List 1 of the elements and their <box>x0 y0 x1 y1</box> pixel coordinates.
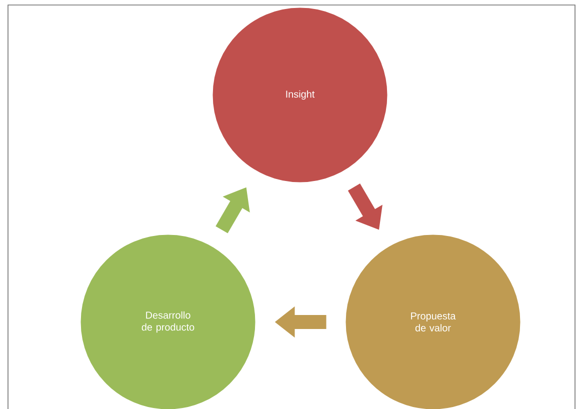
circle-node: Insight <box>211 6 389 184</box>
